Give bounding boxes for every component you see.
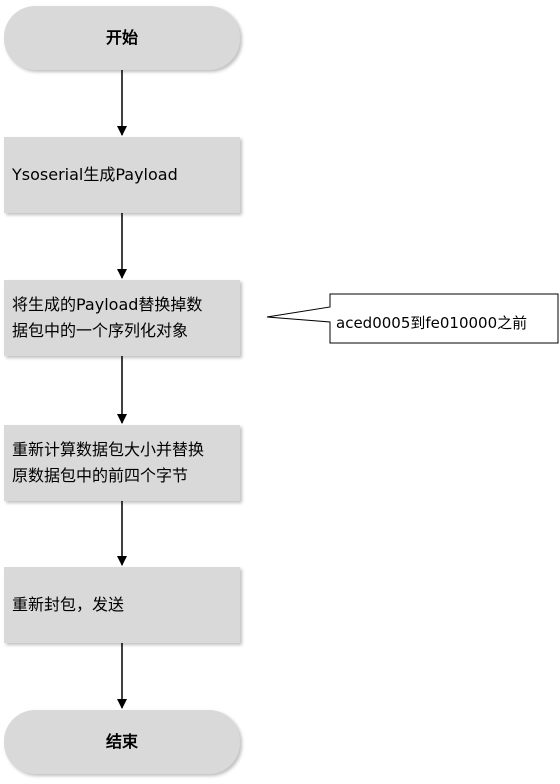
callout-label: aced0005到fe010000之前 <box>336 313 528 332</box>
callout-shape <box>266 293 559 344</box>
step-recalculate-size: 重新计算数据包大小并替换 原数据包中的前四个字节 <box>4 425 240 501</box>
end-terminal: 结束 <box>4 710 240 774</box>
step-label: 将生成的Payload替换掉数 据包中的一个序列化对象 <box>12 295 203 340</box>
callout-annotation: aced0005到fe010000之前 <box>330 302 558 342</box>
step-label: 重新计算数据包大小并替换 原数据包中的前四个字节 <box>12 440 205 485</box>
end-label: 结束 <box>105 732 138 751</box>
start-label: 开始 <box>105 28 138 47</box>
step-label: 重新封包，发送 <box>12 595 125 614</box>
step-replace-serialized-object: 将生成的Payload替换掉数 据包中的一个序列化对象 <box>4 280 240 356</box>
start-terminal: 开始 <box>4 6 240 70</box>
step-repack-send: 重新封包，发送 <box>4 567 240 643</box>
step-label: Ysoserial生成Payload <box>12 165 178 184</box>
step-generate-payload: Ysoserial生成Payload <box>4 137 240 213</box>
